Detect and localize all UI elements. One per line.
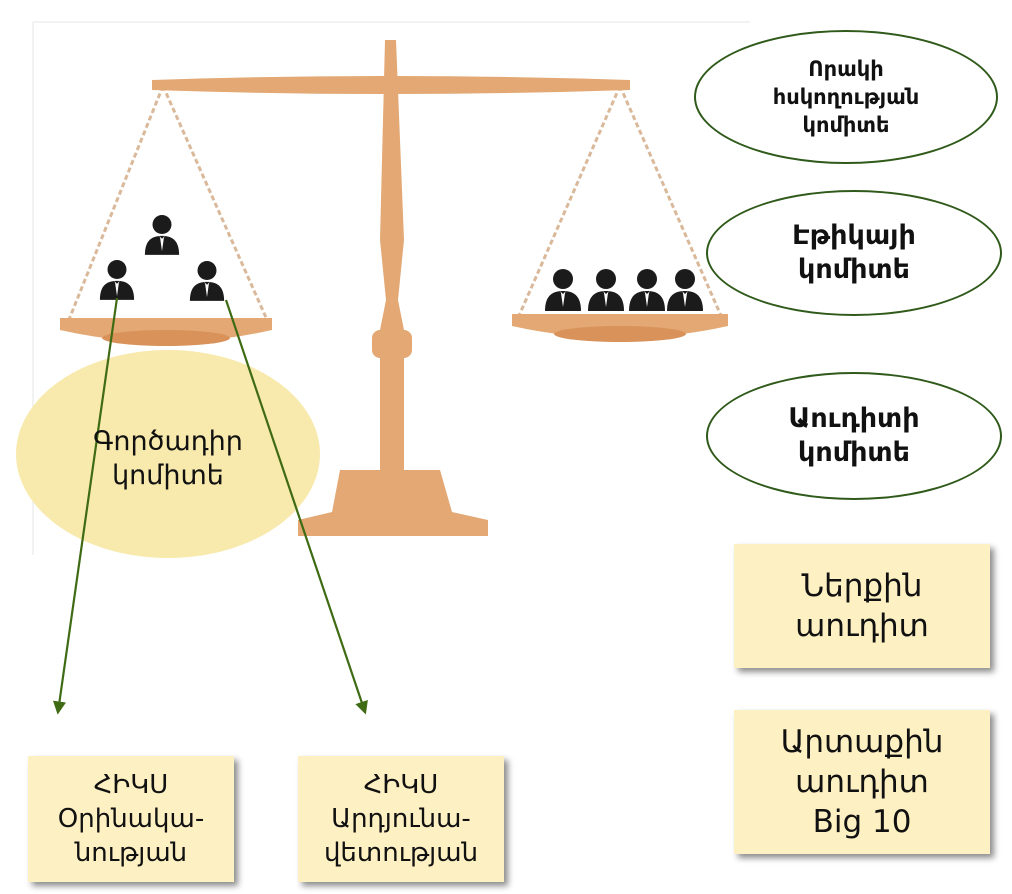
ethics-committee-oval: Էթիկայի կոմիտե xyxy=(706,190,1002,316)
internal-audit-box: Ներքին աուդիտ xyxy=(734,544,990,668)
governing-committee-line: կոմիտե xyxy=(112,460,224,491)
oval-line: Որակի xyxy=(808,57,884,81)
left-pan-shadow xyxy=(102,330,230,346)
box-line: ՀԻԿՍ xyxy=(363,770,439,800)
box-line: Big 10 xyxy=(812,804,912,840)
audit-committee-oval: Աուդիտի կոմիտե xyxy=(706,372,1002,500)
chain xyxy=(161,85,270,323)
person-icon xyxy=(144,215,180,255)
person-icon xyxy=(667,269,703,311)
scale-collar xyxy=(372,330,412,358)
oval-line: կոմիտե xyxy=(798,437,910,468)
quality-control-committee-oval: Որակի հսկողության կոմիտե xyxy=(694,30,998,164)
oval-line: կոմիտե xyxy=(802,113,890,137)
scale-base xyxy=(298,470,488,536)
box-line: վետության xyxy=(323,838,479,868)
performance-standard-box: ՀԻԿՍ Արդյունա- վետության xyxy=(298,756,504,882)
box-line: Արդյունա- xyxy=(331,804,471,834)
oval-line: Աուդիտի xyxy=(788,403,920,434)
governing-committee-line: Գործադիր xyxy=(93,426,243,457)
arrow-to-performance xyxy=(224,299,368,715)
chain xyxy=(66,85,165,323)
chain xyxy=(618,85,724,319)
governing-committee-oval xyxy=(16,350,320,558)
compliance-standard-box: ՀԻԿՍ Օրինակա- նության xyxy=(28,756,234,882)
governing-committee-label: Գործադիր կոմիտե xyxy=(48,414,288,504)
box-line: ՀԻԿՍ xyxy=(93,770,169,800)
oval-line: հսկողության xyxy=(772,85,920,109)
balance-scale xyxy=(60,40,728,536)
scale-pillar xyxy=(380,40,404,470)
person-icon xyxy=(545,269,581,311)
box-line: աուդիտ xyxy=(795,764,929,800)
external-audit-box: Արտաքին աուդիտ Big 10 xyxy=(734,710,990,854)
right-pan-shadow xyxy=(554,326,686,342)
box-line: Ներքին xyxy=(801,568,923,604)
box-line: նության xyxy=(74,838,188,868)
person-icon xyxy=(189,261,225,301)
chain xyxy=(516,85,622,319)
person-icon xyxy=(588,269,624,311)
scale-beam-hub xyxy=(376,75,404,95)
person-icon xyxy=(99,260,135,300)
person-icon xyxy=(629,269,665,311)
oval-line: կոմիտե xyxy=(798,254,910,285)
arrow-to-compliance xyxy=(52,297,119,715)
oval-line: Էթիկայի xyxy=(792,220,916,251)
box-line: աուդիտ xyxy=(795,608,929,644)
box-line: Օրինակա- xyxy=(57,804,205,834)
box-line: Արտաքին xyxy=(780,724,944,760)
